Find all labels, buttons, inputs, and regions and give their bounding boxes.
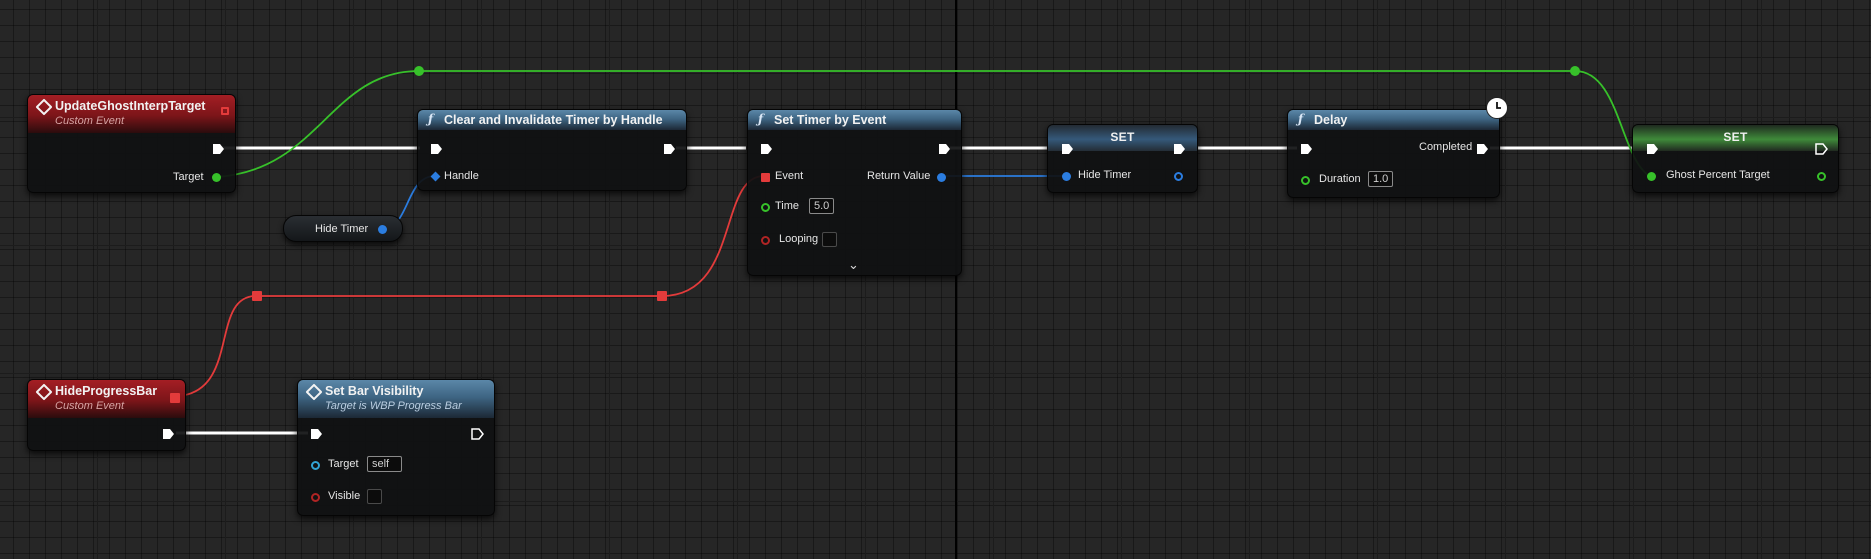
node-hide-progress-bar[interactable]: HideProgressBar Custom Event bbox=[27, 379, 186, 451]
exec-in-pin[interactable] bbox=[760, 143, 773, 155]
pin-label-looping: Looping bbox=[779, 233, 819, 245]
exec-out-pin[interactable] bbox=[212, 143, 225, 155]
time-input[interactable]: 5.0 bbox=[809, 198, 834, 214]
delegate-wire-hideprogress[interactable] bbox=[178, 175, 765, 397]
node-hide-timer-getter[interactable]: Hide Timer bbox=[283, 215, 403, 242]
node-title: SET bbox=[1723, 130, 1748, 144]
node-subtitle: Custom Event bbox=[55, 115, 125, 127]
pin-label-visible: Visible bbox=[328, 490, 361, 502]
chevron-down-icon[interactable]: ⌄ bbox=[848, 257, 859, 272]
handle-in-pin[interactable] bbox=[430, 171, 441, 182]
exec-out-pin[interactable] bbox=[471, 428, 484, 440]
node-set-bar-visibility[interactable]: Set Bar Visibility Target is WBP Progres… bbox=[297, 379, 495, 516]
ghost-percent-target-out-pin[interactable] bbox=[1817, 172, 1826, 181]
ghost-percent-target-in-pin[interactable] bbox=[1647, 172, 1656, 181]
node-subtitle: Custom Event bbox=[55, 400, 125, 412]
pin-label-hide-timer: Hide Timer bbox=[1078, 169, 1132, 181]
target-input[interactable]: self bbox=[367, 456, 402, 472]
node-title: Delay bbox=[1314, 113, 1348, 127]
function-icon: ƒ bbox=[1298, 112, 1304, 126]
node-title: HideProgressBar bbox=[55, 384, 158, 398]
graph-origin-axis bbox=[955, 0, 957, 559]
exec-out-pin[interactable] bbox=[162, 428, 175, 440]
reroute-knot[interactable] bbox=[1570, 66, 1580, 76]
exec-out-pin[interactable] bbox=[938, 143, 951, 155]
node-clear-invalidate-timer[interactable]: ƒ Clear and Invalidate Timer by Handle H… bbox=[417, 109, 687, 191]
hide-timer-in-pin[interactable] bbox=[1062, 172, 1071, 181]
pin-label-time: Time bbox=[775, 200, 800, 212]
function-icon: ƒ bbox=[758, 112, 764, 126]
exec-out-pin[interactable] bbox=[663, 143, 676, 155]
node-title: Set Timer by Event bbox=[774, 113, 887, 127]
duration-in-pin[interactable] bbox=[1301, 176, 1310, 185]
pin-label-handle: Handle bbox=[444, 170, 479, 182]
pin-label-target: Target bbox=[328, 458, 359, 470]
hide-timer-out-pin[interactable] bbox=[378, 225, 387, 234]
reroute-knot[interactable] bbox=[657, 291, 667, 301]
exec-in-pin[interactable] bbox=[1300, 143, 1313, 155]
visible-checkbox[interactable] bbox=[367, 489, 382, 504]
target-in-pin[interactable] bbox=[311, 461, 320, 470]
node-set-ghost-percent-target[interactable]: SET Ghost Percent Target bbox=[1632, 124, 1839, 193]
exec-out-pin[interactable] bbox=[1815, 143, 1828, 155]
function-icon: ƒ bbox=[428, 112, 434, 126]
pin-label-duration: Duration bbox=[1319, 173, 1361, 185]
clock-icon bbox=[1486, 97, 1508, 119]
node-title: SET bbox=[1110, 130, 1135, 144]
exec-in-pin[interactable] bbox=[430, 143, 443, 155]
visible-in-pin[interactable] bbox=[311, 493, 320, 502]
variable-label: Hide Timer bbox=[315, 223, 369, 235]
pin-label-return-value: Return Value bbox=[867, 170, 931, 182]
node-header bbox=[748, 110, 961, 130]
pin-label-completed: Completed bbox=[1419, 141, 1473, 153]
exec-out-pin[interactable] bbox=[1173, 143, 1186, 155]
node-header bbox=[1048, 125, 1197, 151]
looping-in-pin[interactable] bbox=[761, 236, 770, 245]
pin-label-event: Event bbox=[775, 170, 804, 182]
node-header bbox=[1288, 110, 1499, 130]
delegate-out-pin[interactable] bbox=[170, 393, 180, 403]
pin-label-ghost-percent-target: Ghost Percent Target bbox=[1666, 169, 1770, 181]
node-header bbox=[28, 95, 235, 133]
node-set-timer-by-event[interactable]: ƒ Set Timer by Event Event Return Value … bbox=[747, 109, 962, 276]
target-out-pin[interactable] bbox=[212, 173, 221, 182]
exec-in-pin[interactable] bbox=[310, 428, 323, 440]
node-header bbox=[418, 110, 686, 130]
node-header bbox=[298, 380, 494, 418]
exec-in-pin[interactable] bbox=[1061, 143, 1074, 155]
event-delegate-in-pin[interactable] bbox=[761, 173, 770, 182]
node-subtitle: Target is WBP Progress Bar bbox=[325, 400, 462, 412]
node-title: UpdateGhostInterpTarget bbox=[55, 99, 206, 113]
exec-in-pin[interactable] bbox=[1646, 143, 1659, 155]
pin-label-target: Target bbox=[173, 171, 204, 183]
looping-checkbox[interactable] bbox=[822, 232, 837, 247]
node-header bbox=[1633, 125, 1838, 151]
time-in-pin[interactable] bbox=[761, 203, 770, 212]
node-title: Set Bar Visibility bbox=[325, 384, 424, 398]
object-wire-target[interactable] bbox=[216, 70, 1652, 178]
exec-out-pin[interactable] bbox=[1476, 143, 1489, 155]
reroute-knot[interactable] bbox=[252, 291, 262, 301]
hide-timer-out-pin[interactable] bbox=[1174, 172, 1183, 181]
delegate-pin-icon[interactable] bbox=[221, 107, 229, 115]
node-title: Clear and Invalidate Timer by Handle bbox=[444, 113, 663, 127]
duration-input[interactable]: 1.0 bbox=[1368, 171, 1393, 187]
return-value-out-pin[interactable] bbox=[937, 173, 946, 182]
node-header bbox=[28, 380, 185, 418]
node-update-ghost-interp-target[interactable]: UpdateGhostInterpTarget Custom Event Tar… bbox=[27, 94, 236, 193]
reroute-knot[interactable] bbox=[414, 66, 424, 76]
node-delay[interactable]: ƒ Delay Completed Duration 1.0 bbox=[1287, 109, 1500, 198]
node-set-hide-timer[interactable]: SET Hide Timer bbox=[1047, 124, 1198, 193]
